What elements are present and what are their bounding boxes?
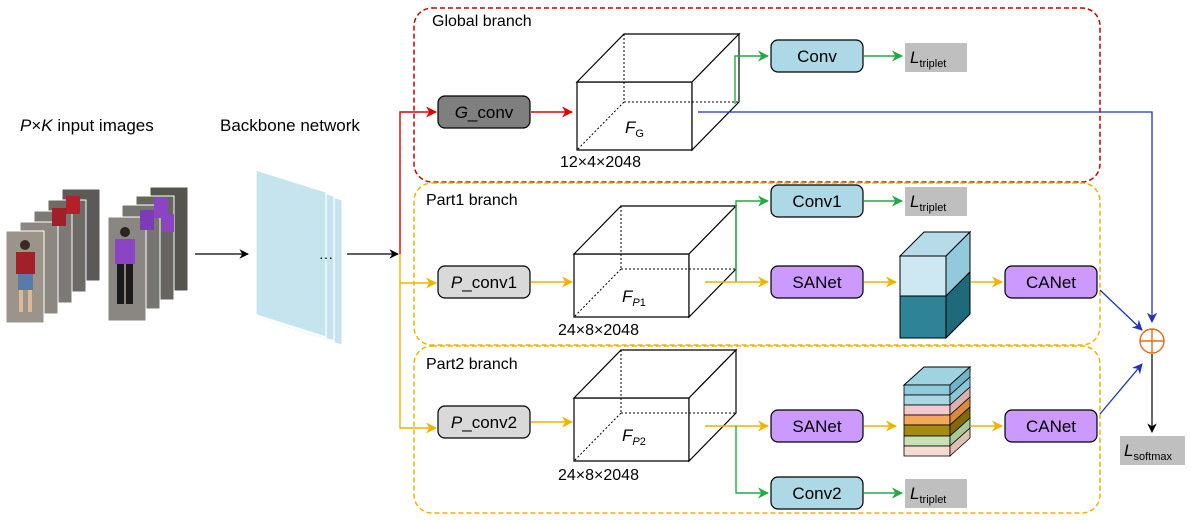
dims-part2: 24×8×2048 — [558, 467, 639, 484]
arrow-to-part2-branch — [399, 283, 438, 434]
global-branch-container — [413, 7, 1101, 183]
dims-part1: 24×8×2048 — [558, 322, 639, 339]
sanet-label-part1: SANet — [792, 273, 841, 292]
canet-label-part1: CANet — [1026, 273, 1076, 292]
loss-softmax-box — [1120, 436, 1185, 465]
sanet-box-part1 — [770, 265, 864, 299]
backbone-ellipsis: ··· — [319, 249, 333, 265]
dims-global: 12×4×2048 — [560, 154, 641, 171]
conv2-label: Conv2 — [792, 484, 841, 503]
arrow-fp2-to-conv2 — [735, 426, 770, 499]
loss-label-part2: Ltriplet — [910, 484, 946, 506]
part1-feature-stack — [898, 230, 972, 340]
arrow-fg-to-conv — [734, 50, 770, 104]
input-image-stack-2 — [107, 186, 189, 322]
feature-label-global: FG — [625, 118, 644, 140]
conv-box-global — [770, 39, 864, 73]
part1-branch-title: Part1 branch — [426, 192, 518, 209]
arrow-canet1-to-fusion — [1099, 289, 1143, 331]
loss-label-global: Ltriplet — [910, 48, 946, 70]
arrow-to-global-branch — [399, 106, 438, 254]
part2-feature-stack — [902, 366, 972, 457]
feature-cube-part1 — [572, 204, 738, 319]
canet-label-part2: CANet — [1026, 417, 1076, 436]
p-conv1-box — [437, 265, 531, 299]
p-conv1-label: P_conv1 — [451, 273, 517, 292]
g-conv-label: G_conv — [455, 103, 514, 122]
feature-label-part2: FP2 — [622, 426, 646, 448]
part2-branch-title: Part2 branch — [426, 356, 518, 373]
loss-triplet-global — [905, 43, 967, 72]
sanet-label-part2: SANet — [792, 417, 841, 436]
feature-cube-part2 — [572, 348, 738, 463]
canet-box-part1 — [1004, 265, 1098, 299]
part2-branch-container — [413, 345, 1101, 514]
sanet-box-part2 — [770, 409, 864, 443]
feature-cube-global — [575, 32, 741, 152]
backbone-network — [255, 169, 343, 346]
part1-branch-container — [413, 182, 1101, 346]
conv2-box — [770, 476, 864, 510]
loss-label-part1: Ltriplet — [910, 192, 946, 214]
arrow-to-part1-branch — [399, 254, 438, 289]
loss-triplet-part2 — [905, 479, 967, 508]
conv-label-global: Conv — [797, 47, 837, 66]
arrow-fp1-to-conv1 — [735, 195, 770, 282]
g-conv-box — [437, 95, 531, 129]
canet-box-part2 — [1004, 409, 1098, 443]
arrow-canet2-to-fusion — [1099, 363, 1143, 415]
conv1-label: Conv1 — [792, 192, 841, 211]
loss-softmax-label: Lsoftmax — [1124, 441, 1172, 463]
input-images-label: P×K input images — [20, 116, 154, 135]
conv1-box — [770, 184, 864, 218]
loss-triplet-part1 — [905, 187, 967, 216]
global-branch-title: Global branch — [432, 13, 532, 30]
feature-label-part1: FP1 — [622, 287, 646, 309]
input-image-stack-1 — [5, 188, 101, 324]
arrow-global-to-fusion — [698, 111, 1158, 324]
p-conv2-box — [437, 405, 531, 439]
p-conv2-label: P_conv2 — [451, 413, 517, 432]
backbone-label: Backbone network — [220, 116, 360, 135]
